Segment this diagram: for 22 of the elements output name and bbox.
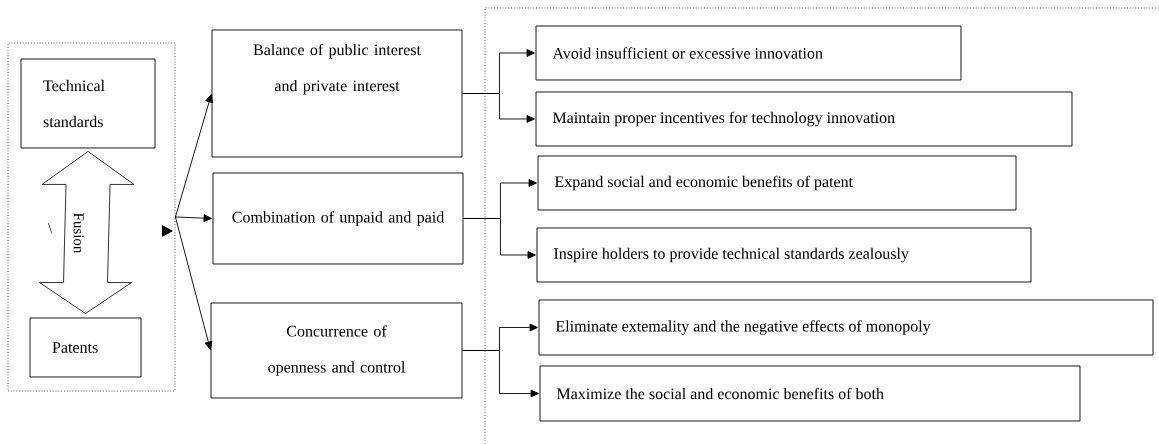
text-box: Balance of public interest and private interest: [211, 29, 463, 158]
text-box: Inspire holders to provide technical standards zealously: [536, 227, 1032, 283]
text-box: Combination of unpaid and paid: [212, 172, 464, 265]
text-box: Eliminate extemality and the negative effects of monopoly: [538, 299, 1154, 356]
block-arrow: [39, 151, 135, 314]
arrow: [463, 218, 536, 259]
arrow: [174, 214, 212, 222]
arrow: [174, 94, 213, 218]
edge-label: Fusion: [72, 211, 85, 255]
text-box: Expand social and economic benefits of patent: [537, 155, 1017, 211]
text-box: Avoid insufficient or excessive innovation: [535, 25, 962, 81]
stroke-mark: \: [48, 223, 52, 233]
arrow: [174, 216, 213, 350]
text-box: Maintain proper incentives for technology innovation: [535, 91, 1073, 147]
text-box: Maximize the social and economic benefits of both: [539, 365, 1081, 422]
arrow: [462, 350, 539, 398]
text-box: Patents: [29, 317, 142, 378]
arrow: [462, 93, 535, 123]
text-box: Technical standards: [20, 58, 156, 149]
group-frame: [7, 42, 176, 392]
group-frame: [484, 7, 1159, 444]
text-box: Concurrence of openness and control: [210, 302, 463, 399]
